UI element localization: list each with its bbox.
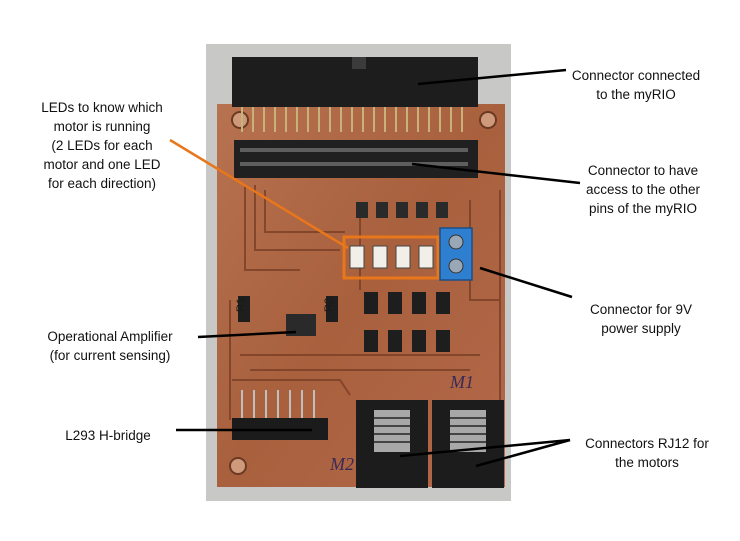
arrow-pins-connector	[411, 162, 581, 185]
label-opamp: Operational Amplifier (for current sensi…	[47, 329, 173, 363]
arrow-rj12-m2	[399, 438, 571, 458]
marking-m1: M1	[449, 372, 474, 392]
label-rj12: Connectors RJ12 for the motors	[585, 436, 709, 470]
label-pins-connector: Connector to have access to the other pi…	[585, 163, 701, 216]
leds	[349, 245, 434, 269]
arrow-rj12-m1	[475, 438, 571, 468]
label-myrio-connector: Connector connected to the myRIO	[571, 68, 701, 102]
arrow-myrio-connector	[417, 68, 567, 86]
lower-components	[238, 292, 450, 352]
arrow-opamp	[197, 330, 297, 339]
marking-r1: R1	[235, 298, 247, 312]
led-highlight-box	[342, 235, 440, 280]
arrow-leds	[169, 138, 349, 250]
mounting-hole	[479, 111, 497, 129]
label-hbridge: L293 H-bridge	[65, 428, 151, 443]
mounting-hole	[231, 111, 249, 129]
arrow-power	[479, 266, 573, 299]
marking-r2: R2	[323, 298, 335, 312]
label-leds: LEDs to know which motor is running (2 L…	[41, 100, 163, 191]
connector-pins	[241, 107, 463, 132]
mounting-hole	[229, 457, 247, 475]
annotation-arrows	[176, 68, 581, 468]
pcb-traces	[229, 185, 501, 460]
pins-header	[234, 140, 478, 178]
marking-m2: M2	[329, 454, 354, 474]
resistors-row	[356, 202, 448, 218]
label-power: Connector for 9V power supply	[589, 302, 693, 336]
